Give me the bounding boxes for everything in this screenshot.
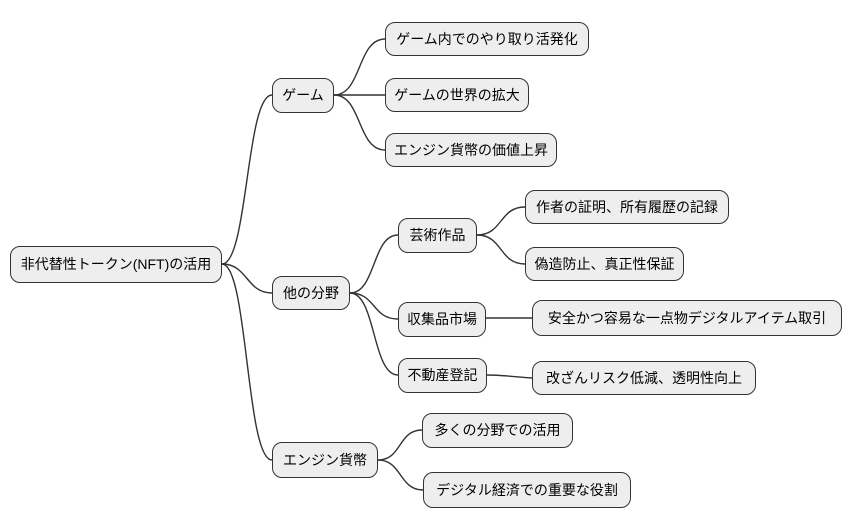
- sub-real-estate-registry: 不動産登記: [398, 358, 487, 393]
- edge-root-other-fields: [221, 263, 273, 294]
- edge-game-trade: [333, 38, 386, 96]
- branch-other-fields: 他の分野: [272, 276, 350, 310]
- branch-engine-coin: エンジン貨幣: [272, 442, 378, 478]
- edge-other-collectibles: [349, 292, 399, 320]
- mindmap-root-node: 非代替性トークン(NFT)の活用: [10, 246, 222, 283]
- edge-art-author-proof: [476, 206, 526, 236]
- sub-collectibles-market: 収集品市場: [398, 302, 486, 337]
- edge-engine-digital-economy: [377, 459, 424, 491]
- edge-other-real-estate: [349, 292, 399, 376]
- leaf-game-coin-value: エンジン貨幣の価値上昇: [385, 133, 557, 167]
- leaf-digital-economy: デジタル経済での重要な役割: [423, 472, 631, 508]
- leaf-forgery-prevention: 偽造防止、真正性保証: [525, 247, 684, 281]
- leaf-secure-trading: 安全かつ容易な一点物デジタルアイテム取引: [532, 300, 842, 336]
- edge-root-engine-coin: [221, 263, 273, 461]
- leaf-tamper-risk: 改ざんリスク低減、透明性向上: [532, 361, 756, 395]
- leaf-game-trade: ゲーム内でのやり取り活発化: [385, 22, 589, 56]
- leaf-author-proof: 作者の証明、所有履歴の記録: [525, 190, 729, 224]
- leaf-game-world: ゲームの世界の拡大: [385, 78, 529, 112]
- edge-art-forgery: [476, 234, 526, 265]
- edge-real-estate-tamper: [486, 374, 533, 379]
- edge-engine-many-fields: [377, 429, 423, 461]
- edge-root-game: [221, 94, 273, 265]
- edge-other-art: [349, 234, 399, 294]
- leaf-many-fields: 多くの分野での活用: [422, 413, 573, 448]
- edge-game-coin-value: [333, 94, 386, 151]
- sub-art-works: 芸術作品: [398, 218, 477, 253]
- branch-game: ゲーム: [272, 78, 334, 113]
